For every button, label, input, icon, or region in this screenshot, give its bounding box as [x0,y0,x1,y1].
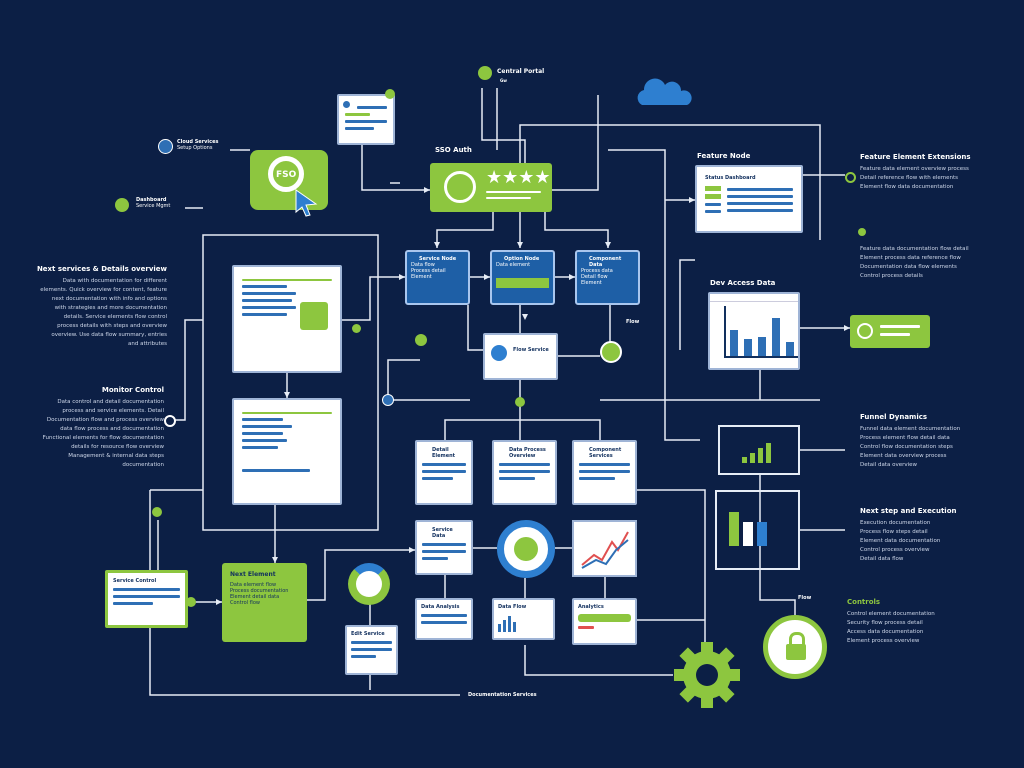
node-dot [858,228,866,236]
node-dot [352,324,361,333]
bar-monitor[interactable] [715,490,800,570]
chart-icon [300,302,328,330]
dev-access-bar [758,336,766,356]
cloud-icon [637,78,692,105]
heart-icon [600,341,622,363]
gear-icon[interactable] [672,640,742,710]
side-note: Flow [626,319,640,325]
data-analysis-card[interactable]: Data Analysis [415,598,473,640]
bottom-label: Documentation Services [468,692,537,698]
lock-icon[interactable] [763,615,827,679]
edit-service-card[interactable]: Edit Service [345,625,398,675]
dev-access-bar [730,329,738,356]
rating-stars: ★★★★ [486,167,551,188]
growth-monitor[interactable] [718,425,800,475]
node-dot [415,334,427,346]
cloud-services-icon [158,139,173,154]
monitor-fso[interactable]: FSO [250,150,328,210]
dev-access-bar [786,341,794,356]
sync-ring-icon [497,520,555,578]
analytics-card[interactable]: Analytics [572,598,637,645]
service-control-card[interactable]: Service Control [105,570,188,628]
node-dot [382,394,394,406]
browser-card-1[interactable] [232,265,342,373]
data-flow-card[interactable]: Data Flow [492,598,555,640]
sso-banner[interactable]: ★★★★ [430,163,552,212]
feature-node-label: Feature Node [697,152,751,160]
donut-chart-icon [348,563,390,605]
dev-access-label: Dev Access Data [710,279,776,287]
flow-service-card[interactable]: Flow Service [483,333,558,380]
detail-element-card[interactable]: Detail Element [415,440,473,505]
portal-icon [478,66,492,80]
sso-label: SSO Auth [435,146,472,154]
left-text-block-2: Monitor Control Data control and detail … [42,386,164,468]
dashboard-icon [115,198,129,212]
feature-node-card[interactable]: Status Dashboard [695,165,803,233]
portal-label: Central Portal [497,68,545,75]
left-text-block-1: Next services & Details overview Data wi… [36,265,167,347]
node-dot [152,507,162,517]
cursor-icon [295,189,318,217]
dev-access-bar [744,339,752,356]
node-dot [515,397,525,407]
dev-access-bar [772,317,780,356]
globe-icon [444,171,476,203]
service-data-card[interactable]: Service Data [415,520,473,575]
data-process-card[interactable]: Data Process Overview [492,440,557,505]
check-icon [385,89,395,99]
node-dot [164,415,176,427]
green-feature-card[interactable] [850,315,930,348]
flow-label: Flow [798,595,812,601]
component-services-card[interactable]: Component Services [572,440,637,505]
portal-sub: Gw [500,78,507,83]
doc-card-top[interactable] [337,94,395,145]
dev-access-chart[interactable] [708,292,800,370]
node-dot [186,597,196,607]
node-dot [845,172,856,183]
browser-card-2[interactable] [232,398,342,505]
line-chart-card[interactable] [572,520,637,577]
